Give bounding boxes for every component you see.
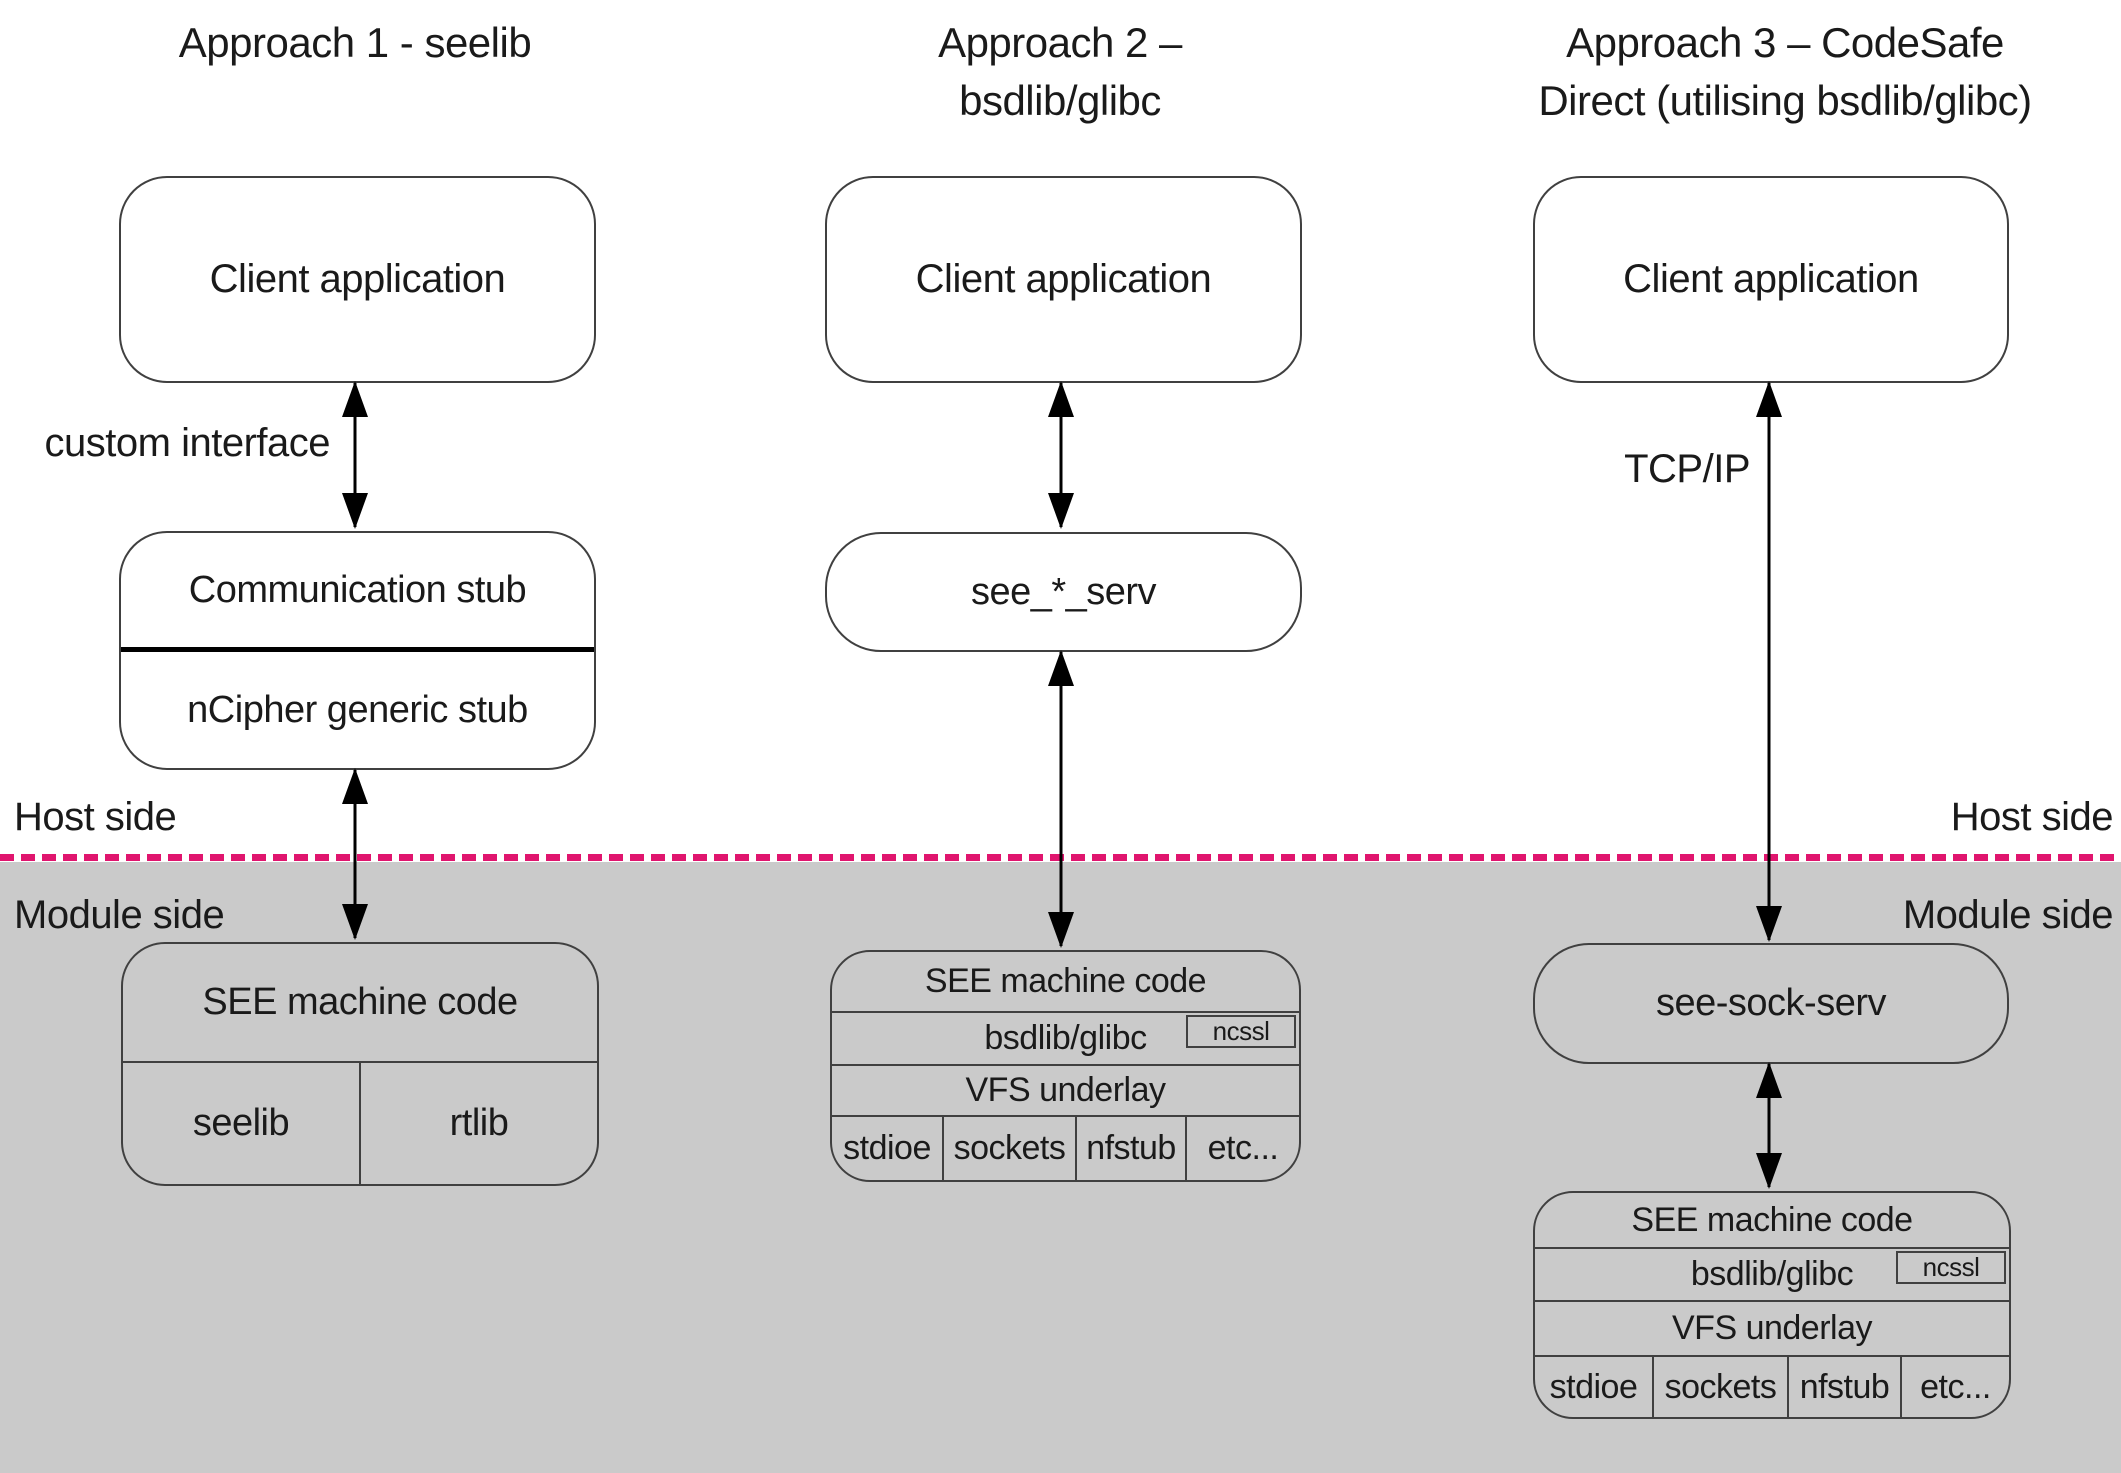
arrow-shaft <box>353 383 357 527</box>
arrow-down-icon <box>342 904 368 940</box>
arrow-shaft <box>353 770 357 938</box>
stack-divider <box>832 1011 1299 1013</box>
ncipher-generic-stub-label: nCipher generic stub <box>187 688 528 731</box>
col2-etc-cell: etc... <box>1207 1129 1279 1167</box>
col1-title-line1: Approach 1 - seelib <box>178 19 532 66</box>
seelib-cell: seelib <box>192 1102 290 1144</box>
arrow-shaft <box>1767 1064 1771 1187</box>
arrow-up-icon <box>1756 381 1782 417</box>
col3-client-application-box: Client application <box>1533 176 2009 383</box>
col3-see-stack-box: SEE machine code bsdlib/glibc ncssl VFS … <box>1533 1191 2011 1419</box>
col2-sockets-cell: sockets <box>953 1129 1066 1167</box>
stack-divider <box>1535 1300 2009 1302</box>
col3-stack-bsdlib-glibc-label: bsdlib/glibc <box>1690 1255 1854 1293</box>
arrow-up-icon <box>1048 650 1074 686</box>
col1-client-application-label: Client application <box>209 257 506 301</box>
col3-stdioe-cell: stdioe <box>1549 1367 1638 1406</box>
col3-ncssl-box: ncssl <box>1896 1251 2006 1284</box>
tcp-ip-label: TCP/IP <box>1624 447 1750 491</box>
stack-cell-divider <box>942 1117 944 1180</box>
stack-cell-divider <box>1787 1357 1789 1417</box>
stack-cell-divider <box>1900 1357 1902 1417</box>
arrow-down-icon <box>342 493 368 529</box>
col3-title-line2: Direct (utilising bsdlib/glibc) <box>1538 77 2032 124</box>
col3-title: Approach 3 – CodeSafe Direct (utilising … <box>1470 14 2100 130</box>
col2-client-application-label: Client application <box>915 257 1212 301</box>
arrow-up-icon <box>1048 381 1074 417</box>
col2-see-serv-label: see_*_serv <box>970 570 1157 613</box>
col1-arrow-commstub-seebox <box>342 768 368 940</box>
col2-stack-vfs-underlay-label: VFS underlay <box>965 1071 1167 1109</box>
comm-stub-divider <box>121 647 594 652</box>
host-side-label-left: Host side <box>14 795 177 839</box>
col2-stdioe-cell: stdioe <box>843 1129 931 1167</box>
arrow-shaft <box>1059 383 1063 527</box>
col2-see-serv-box: see_*_serv <box>825 532 1302 652</box>
module-side-label-right: Module side <box>1902 893 2114 937</box>
stack-cell-divider <box>1652 1357 1654 1417</box>
custom-interface-label: custom interface <box>44 421 331 465</box>
col3-arrow-client-sockserv <box>1756 381 1782 942</box>
stack-divider <box>1535 1247 2009 1249</box>
col3-title-line1: Approach 3 – CodeSafe <box>1566 19 2004 66</box>
arrow-shaft <box>1059 652 1063 946</box>
arrow-down-icon <box>1756 906 1782 942</box>
stack-cell-divider <box>1075 1117 1077 1180</box>
col3-etc-cell: etc... <box>1920 1367 1991 1406</box>
col2-ncssl-box: ncssl <box>1186 1015 1296 1048</box>
see-box-cell-divider <box>359 1063 361 1184</box>
arrow-shaft <box>1767 383 1771 940</box>
col2-title-line1: Approach 2 – <box>938 19 1182 66</box>
col1-arrow-client-commstub <box>342 381 368 529</box>
arrow-down-icon <box>1048 912 1074 948</box>
col3-stack-see-machine-code-label: SEE machine code <box>1631 1200 1913 1239</box>
arrow-up-icon <box>1756 1062 1782 1098</box>
col3-see-sock-serv-box: see-sock-serv <box>1533 943 2009 1064</box>
col2-title-line2: bsdlib/glibc <box>959 77 1161 124</box>
col2-arrow-serv-stack <box>1048 650 1074 948</box>
stack-divider <box>832 1064 1299 1066</box>
col3-arrow-sockserv-stack <box>1756 1062 1782 1189</box>
col1-communication-stub-box: Communication stub nCipher generic stub <box>119 531 596 770</box>
col2-client-application-box: Client application <box>825 176 1302 383</box>
col1-see-machine-code-box: SEE machine code seelib rtlib <box>121 942 599 1186</box>
col2-nfstub-cell: nfstub <box>1086 1129 1176 1167</box>
col1-title: Approach 1 - seelib <box>105 14 605 72</box>
col2-title: Approach 2 – bsdlib/glibc <box>810 14 1310 130</box>
col2-stack-bsdlib-glibc-label: bsdlib/glibc <box>984 1019 1147 1057</box>
host-side-label-right: Host side <box>1950 795 2114 839</box>
col3-sockets-cell: sockets <box>1664 1367 1777 1406</box>
see-box-divider <box>123 1061 597 1063</box>
rtlib-cell: rtlib <box>449 1102 509 1144</box>
col2-stack-see-machine-code-label: SEE machine code <box>924 962 1207 1000</box>
col2-see-stack-box: SEE machine code bsdlib/glibc ncssl VFS … <box>830 950 1301 1182</box>
arrow-up-icon <box>342 768 368 804</box>
col3-see-sock-serv-label: see-sock-serv <box>1656 982 1887 1024</box>
arrow-down-icon <box>1048 493 1074 529</box>
stack-divider <box>832 1115 1299 1117</box>
col1-see-machine-code-label: SEE machine code <box>202 981 518 1023</box>
arrow-up-icon <box>342 381 368 417</box>
arrow-down-icon <box>1756 1153 1782 1189</box>
module-side-label-left: Module side <box>14 893 225 937</box>
col3-nfstub-cell: nfstub <box>1799 1367 1890 1406</box>
col3-stack-vfs-underlay-label: VFS underlay <box>1672 1309 1873 1347</box>
communication-stub-label: Communication stub <box>188 568 527 611</box>
col2-arrow-client-serv <box>1048 381 1074 529</box>
col1-client-application-box: Client application <box>119 176 596 383</box>
stack-cell-divider <box>1185 1117 1187 1180</box>
col3-client-application-label: Client application <box>1623 257 1919 301</box>
stack-divider <box>1535 1355 2009 1357</box>
